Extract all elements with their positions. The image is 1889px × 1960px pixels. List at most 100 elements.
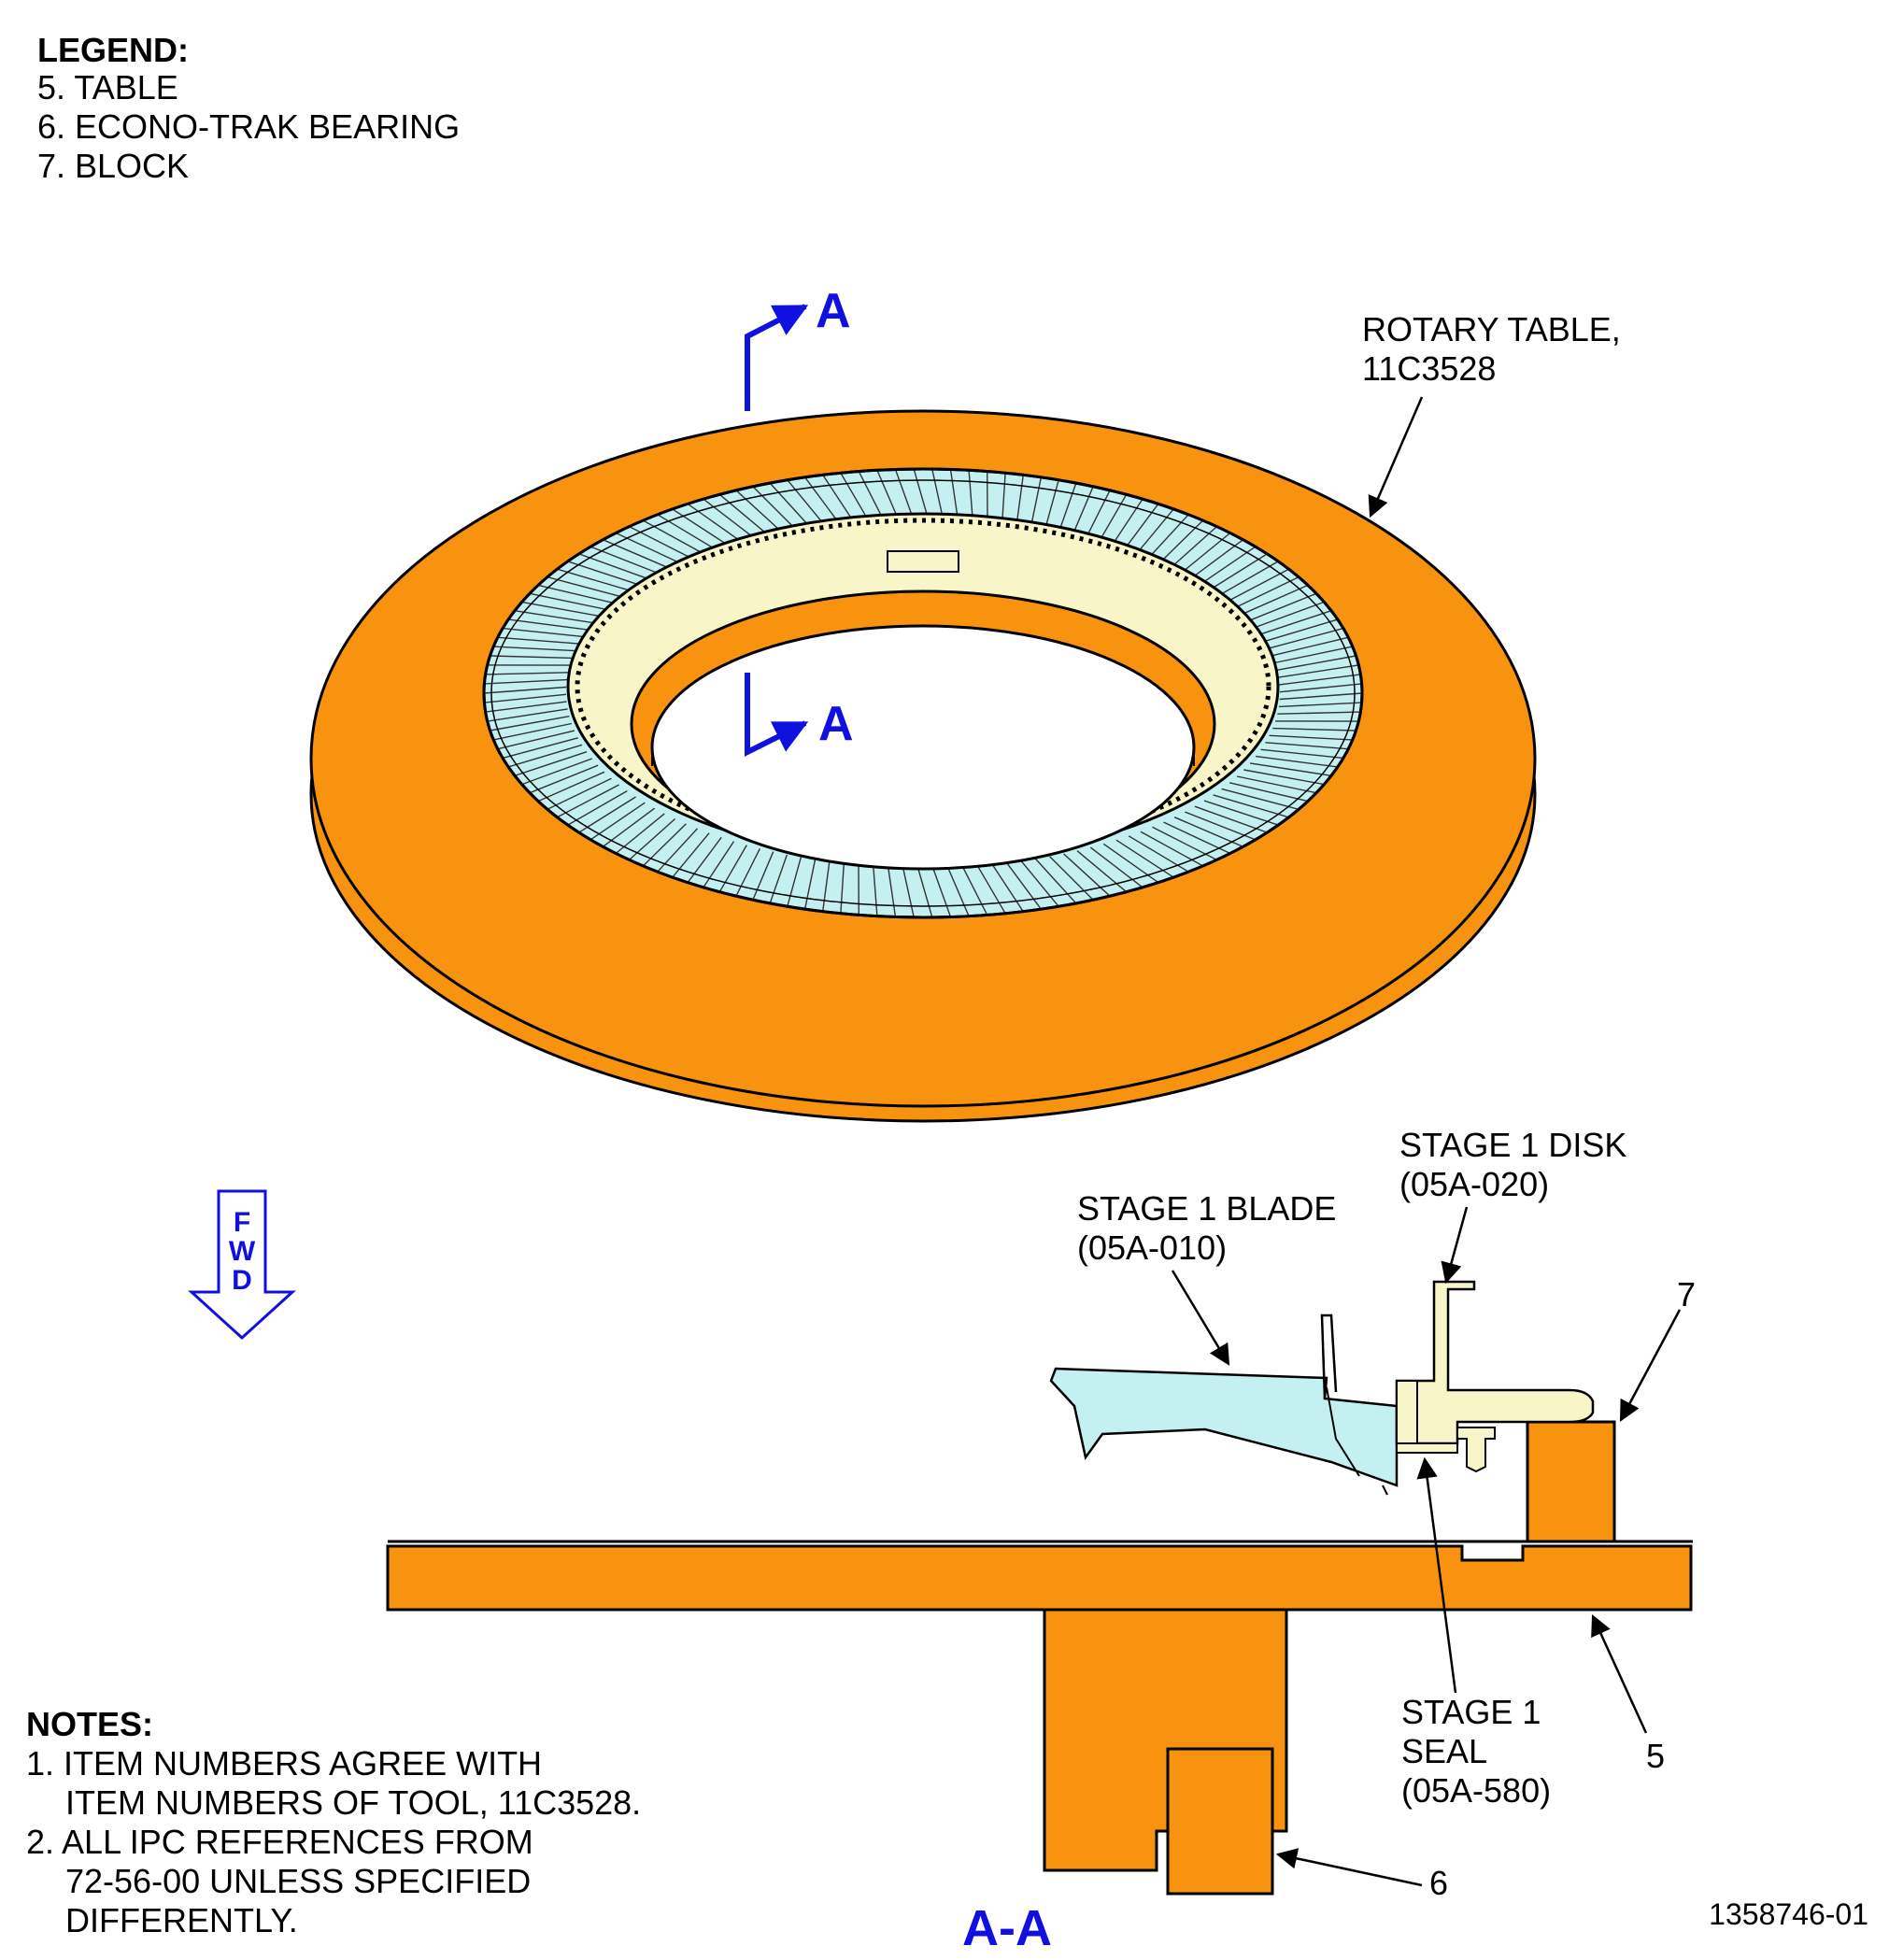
blade-line [1210,553,1268,590]
blade-line [876,470,900,519]
blade-line [1236,775,1317,794]
blade-line [529,764,599,794]
blade-line [1124,503,1159,550]
blade-line [1269,734,1353,741]
blade-line [1256,755,1338,768]
blade-line [687,503,744,544]
blade-line [946,867,970,916]
blade-line [1058,482,1077,533]
fwd-letter-w: W [229,1236,256,1267]
blade-line [752,486,797,531]
blade-line [1258,610,1332,635]
blade-line [840,863,845,914]
blade-line [1111,498,1143,546]
blade-line [1279,683,1362,693]
callout-stage1-seal: STAGE 1 SEAL (05A-580) [1401,1456,1551,1810]
blade-line [490,716,570,731]
notes-line-1: 1. ITEM NUMBERS AGREE WITH [26,1744,542,1782]
callout-item-5-label: 5 [1646,1737,1665,1775]
blade-line [484,693,567,703]
blade-line [1241,584,1309,616]
blade-line [1115,839,1174,878]
blade-line [916,867,933,918]
callout-stage1-seal-line3: (05A-580) [1401,1771,1551,1810]
blade-line [537,771,605,802]
blade-line [804,476,840,524]
blade-line [1063,853,1111,897]
callout-item-6-label: 6 [1429,1864,1448,1902]
blade-line [547,777,612,810]
blade-line [521,601,603,618]
blade-line [1072,486,1094,535]
blade-line [1277,711,1361,715]
legend-item-block: 7. BLOCK [37,147,189,185]
blade-line [567,561,643,587]
callout-item-7-label: 7 [1677,1275,1696,1314]
blade-line [484,678,568,685]
blade-line [703,841,735,888]
blade-line [1147,514,1189,559]
blade-line [1049,856,1094,901]
section-label-a-top: A [816,284,851,338]
blade-line [840,472,870,521]
blade-line [672,508,731,547]
section-arrow-top: A [745,284,851,411]
legend-item-bearing: 6. ECONO-TRAK BEARING [37,107,460,146]
blade-line [657,514,718,551]
callout-item-7: 7 [1619,1275,1696,1422]
blade-line [557,568,633,592]
blade-line [567,789,628,826]
blade-line [687,836,722,884]
blade-line [752,851,774,901]
blade-line [803,859,817,910]
blade-line [1194,805,1268,833]
section-disk [1395,1280,1595,1445]
figure-id: 1358746-01 [1709,1897,1868,1931]
blade-line [931,867,952,917]
blade-line [1128,835,1189,873]
blade-line [1265,742,1349,750]
blade-line [1263,618,1339,643]
blade-line [873,866,878,916]
blade-line [1227,568,1289,603]
section-block [1526,1420,1616,1543]
blade-line [961,866,988,916]
blade-line [1034,858,1077,904]
blade-line [931,468,944,519]
blade-line [787,857,802,907]
blade-line [497,636,581,645]
blade-line [485,701,567,713]
blade-line [1279,692,1363,701]
blade-line [507,744,583,768]
blade-line [735,847,761,897]
blade-line [1276,655,1356,671]
notes-title: NOTES: [26,1705,153,1743]
blade-line [1234,576,1300,609]
blade-line [1044,479,1059,530]
section-table-plate [386,1544,1693,1612]
blade-line [1247,592,1317,622]
blade-line [1102,843,1159,884]
blade-line [514,610,597,624]
blade-line [1221,788,1300,810]
blade-line [1006,862,1042,910]
blade-line [1274,646,1353,664]
blade-line [1001,473,1006,523]
blade-line [1278,702,1362,708]
notes-line-5: DIFFERENTLY. [65,1901,298,1939]
callout-stage1-seal-line2: SEAL [1401,1732,1487,1770]
blade-line [1085,490,1111,539]
blade-line [529,592,610,611]
blade-line [547,576,625,599]
blade-line [1249,762,1332,776]
blade-line [490,655,574,660]
fwd-letter-d: D [232,1265,252,1296]
fwd-arrow: F W D [188,1189,296,1341]
blade-line [537,584,618,604]
blade-hatching [483,468,1363,918]
blade-line [703,498,757,540]
section-seal [1396,1442,1458,1454]
callout-item-6: 6 [1275,1848,1448,1902]
blade-line [1279,674,1361,686]
blade-line [1030,476,1043,527]
